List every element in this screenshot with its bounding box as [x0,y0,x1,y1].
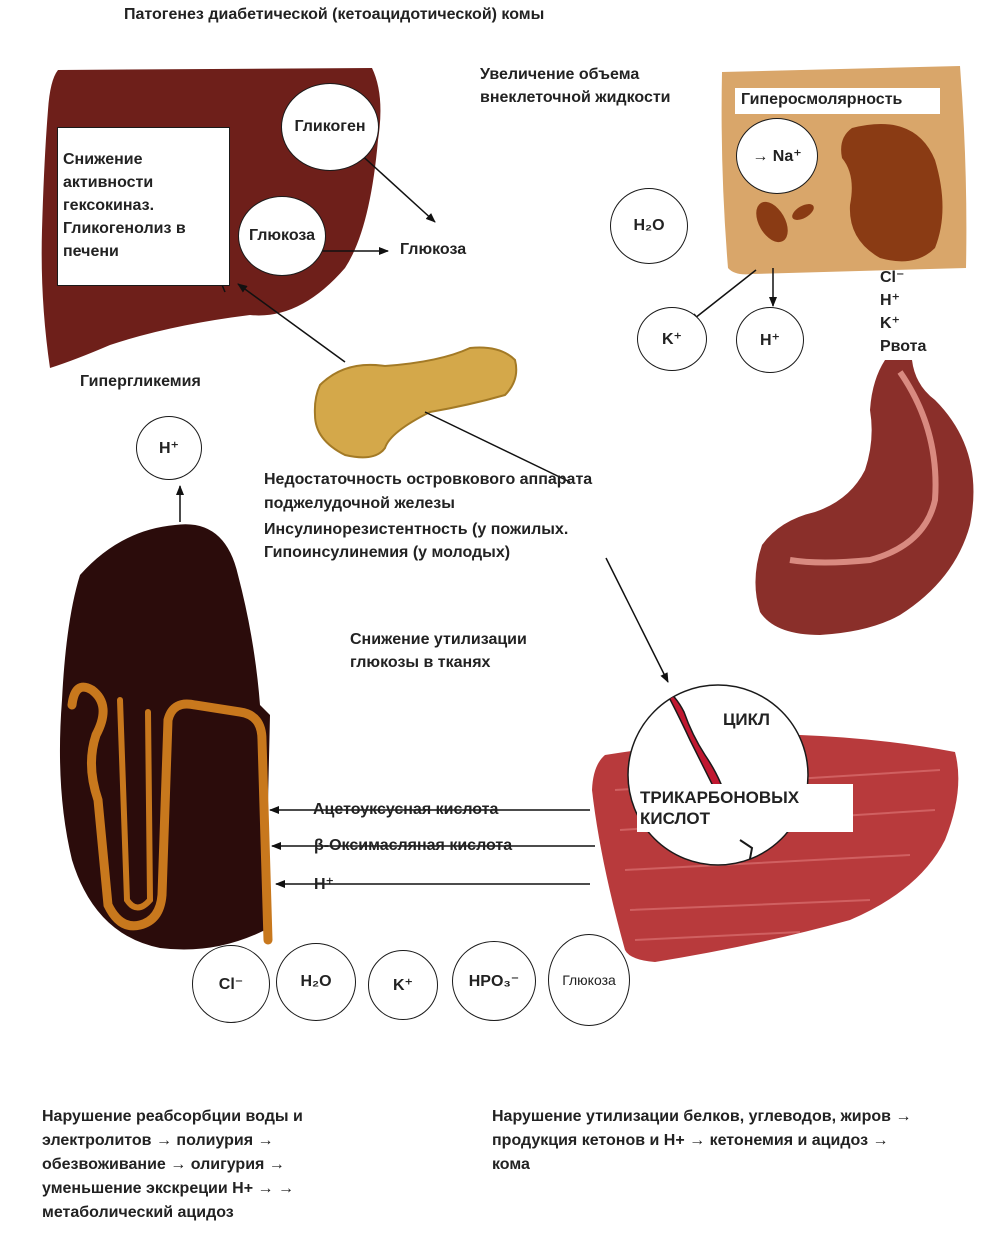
glycogen-circle: Гликоген [281,83,379,171]
summary-right: Нарушение утилизации белков, углеводов, … [492,1108,912,1173]
vomiting-label: Рвота [880,338,927,355]
pancreas-insufficiency-label: Недостаточность островкового аппарата по… [264,471,593,512]
kidney-tubule-2 [117,697,154,911]
arrow-pancreas-to-liver [237,283,346,363]
liver-info-box [57,127,230,286]
liver-box-text: Снижение активности гексокиназ. Гликоген… [63,151,186,260]
insulin-resistance-label: Инсулинорезистентность (у пожилых. [264,521,569,538]
cell-organelle [756,201,788,243]
na-circle: → Na⁺ [736,118,818,194]
liver-glucose-circle: Глюкоза [238,196,326,276]
stomach-ion-h: H⁺ [880,292,900,309]
tca-circle [627,684,809,866]
hyperglycemia-label: Гипергликемия [80,373,201,390]
beta-hydroxybutyric-acid-label: β-Оксимасляная кислота [314,837,513,854]
tca-line-2: КИСЛОТ [640,809,710,828]
cell-k-circle: K⁺ [637,307,707,371]
glucose-out-label: Глюкоза [400,241,467,258]
bottom-glucose-circle: Глюкоза [548,934,630,1026]
tca-cycle-label: ЦИКЛ [723,710,770,729]
arrow-insulin-to-tca [605,557,669,683]
line-pancreas-label [424,411,571,483]
stomach-ion-cl: Cl⁻ [880,269,905,286]
kidney-tubule [67,682,273,945]
acetoacetic-acid-label: Ацетоуксусная кислота [313,801,499,818]
cell-nucleus [841,124,943,262]
page-title: Патогенез диабетической (кетоацидотическ… [124,6,545,23]
hyperosmolarity-box [735,88,940,114]
stomach-ion-k: K⁺ [880,315,900,332]
hypoinsulinemia-label: Гипоинсулинемия (у молодых) [264,544,511,561]
tca-line-1: ТРИКАРБОНОВЫХ [640,788,800,807]
bottom-hpo3-circle: HPO₃⁻ [452,941,536,1021]
stomach-shape [755,360,974,635]
hyperosmolarity-label: Гиперосмолярность [741,91,903,108]
kidney-h-top-circle: H⁺ [136,416,202,480]
h2o-circle: H₂O [610,188,688,264]
mitochondria-crack [739,839,754,865]
summary-left: Нарушение реабсорбции воды и электролито… [42,1108,303,1221]
arrow-cell-to-k [689,269,757,323]
kidney-h-label: H⁺ [314,876,334,893]
stomach-inner [789,370,939,566]
bottom-h2o-circle: H₂O [276,943,356,1021]
pancreas-shape [313,346,518,459]
volume-increase-label: Увеличение объема внеклеточной жидкости [480,66,671,106]
tissue-utilization-label: Снижение утилизации глюкозы в тканях [350,631,527,671]
tca-text-box [637,784,853,832]
bottom-cl-circle: Cl⁻ [192,945,270,1023]
cell-organelle [792,204,814,220]
bottom-k-circle: K⁺ [368,950,438,1020]
cell-h-circle: H⁺ [736,307,804,373]
